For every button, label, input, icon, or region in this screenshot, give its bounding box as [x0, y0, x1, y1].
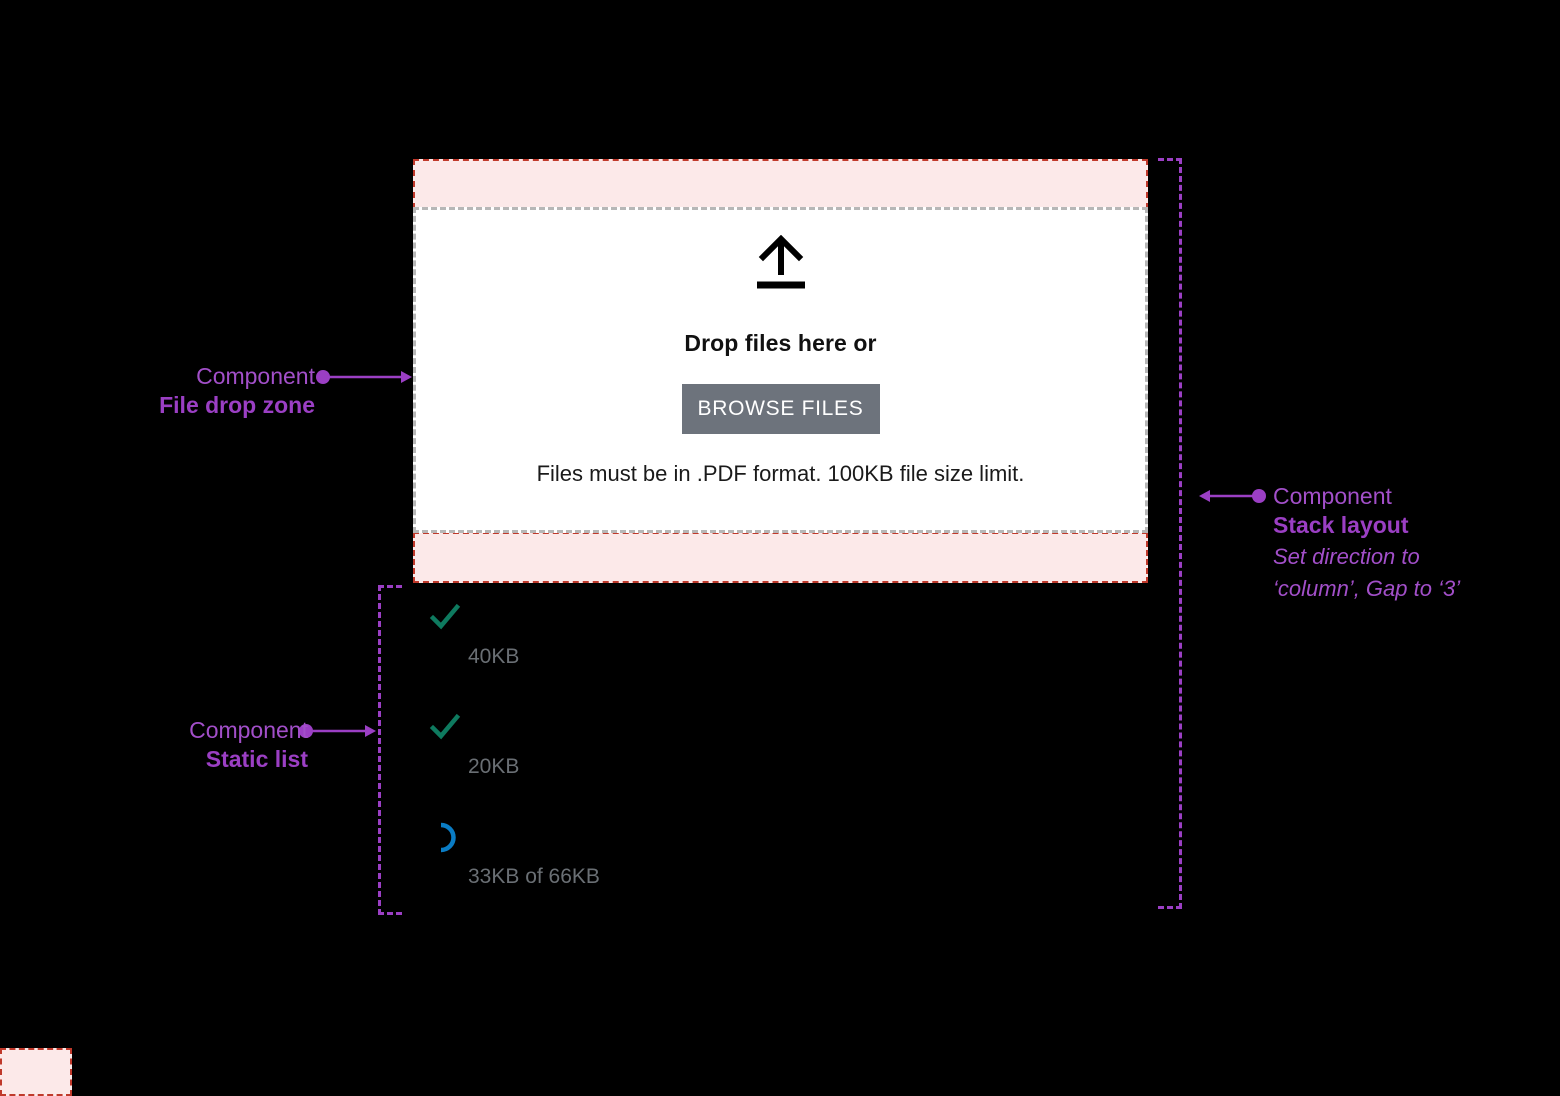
- list-item[interactable]: 20KB: [428, 710, 1128, 820]
- annotation-stack-layout: Component Stack layout Set direction to …: [1273, 482, 1533, 604]
- drop-zone-title: Drop files here or: [684, 330, 877, 356]
- annotation-file-drop-zone: Component File drop zone: [145, 362, 315, 421]
- list-item[interactable]: 33KB of 66KB: [428, 820, 1128, 930]
- spacing-legend-swatch: [0, 1048, 72, 1096]
- annotation-name: Stack layout: [1273, 511, 1409, 538]
- annotation-static-list: Component Static list: [120, 716, 308, 775]
- file-size-label: 40KB: [468, 645, 520, 668]
- drop-zone-hint: Files must be in .PDF format. 100KB file…: [536, 461, 1025, 486]
- padding-band-bottom: [413, 532, 1148, 583]
- padding-band-top: [413, 159, 1148, 209]
- file-size-label: 20KB: [468, 755, 520, 778]
- spinner-icon: [428, 820, 462, 854]
- stack-layout-bracket: [1158, 158, 1182, 909]
- annotation-kind: Component: [1273, 483, 1392, 509]
- list-item[interactable]: 40KB: [428, 600, 1128, 710]
- file-progress-label: 33KB of 66KB: [468, 865, 600, 888]
- browse-files-button[interactable]: BROWSE FILES: [681, 384, 880, 434]
- leader-line-file-drop-zone: [316, 370, 412, 384]
- annotation-note-line-2: ‘column’, Gap to ‘3’: [1273, 575, 1461, 601]
- annotation-note-line-1: Set direction to: [1273, 543, 1420, 569]
- static-list-bracket: [378, 585, 402, 915]
- annotation-kind: Component: [189, 717, 308, 743]
- annotation-name: File drop zone: [159, 391, 315, 418]
- check-icon: [428, 600, 462, 634]
- annotation-name: Static list: [205, 745, 308, 772]
- file-drop-zone[interactable]: Drop files here or BROWSE FILES Files mu…: [413, 207, 1148, 533]
- check-icon: [428, 710, 462, 744]
- leader-line-static-list: [299, 724, 376, 738]
- leader-line-stack-layout: [1199, 489, 1266, 503]
- annotation-kind: Component: [196, 363, 315, 389]
- upload-arrow-icon: [751, 234, 811, 298]
- static-list: 40KB 20KB 33KB of 66KB: [428, 600, 1128, 930]
